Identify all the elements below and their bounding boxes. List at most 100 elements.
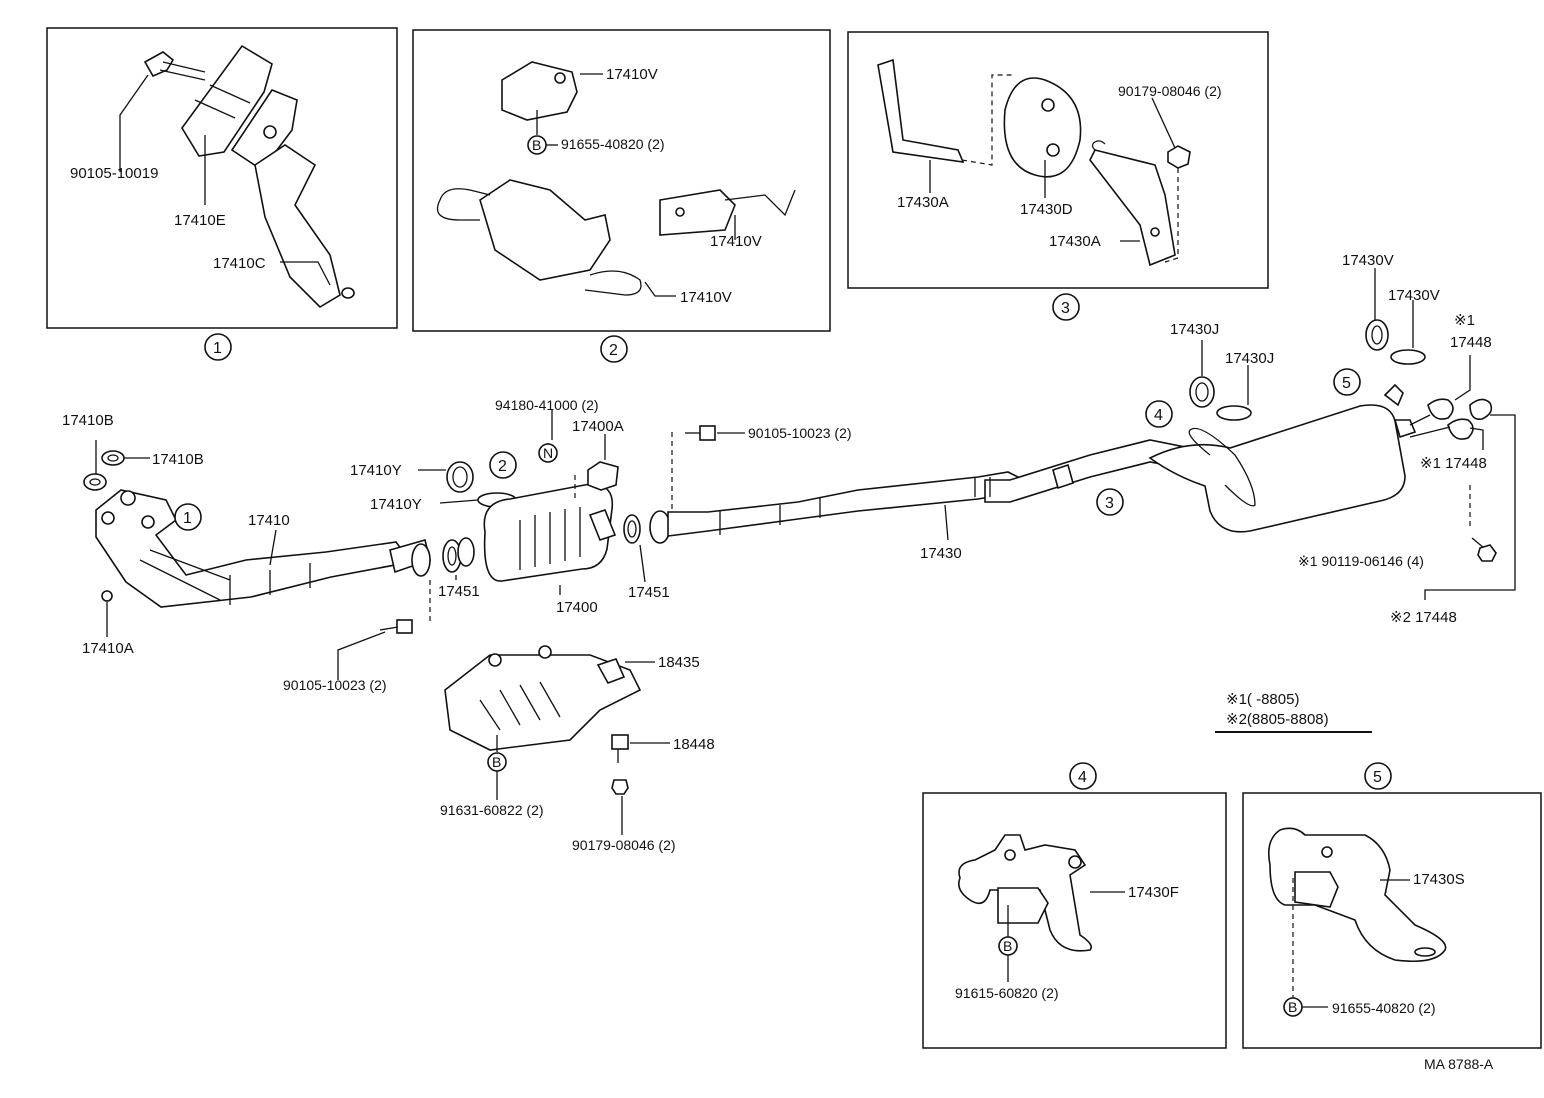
label-90179-08046-a: 90179-08046 (2) <box>1118 83 1222 99</box>
note-1: ※1( -8805) <box>1226 691 1299 708</box>
label-17430A-a: 17430A <box>897 194 949 211</box>
marker-circle-4-main: 4 <box>1145 400 1173 428</box>
svg-text:3: 3 <box>1105 495 1114 512</box>
bolt-90105-10023-a <box>685 425 716 441</box>
gasket-17451-b <box>623 514 641 544</box>
svg-text:5: 5 <box>1342 375 1351 392</box>
gasket-17430V-b <box>1390 349 1426 365</box>
label-17430S: 17430S <box>1413 871 1465 888</box>
leader-90105-10019 <box>119 74 149 172</box>
gasket-17410B-a <box>83 473 107 491</box>
label-17448-c: ※2 17448 <box>1390 609 1457 626</box>
heat-insulator-18435-drawing <box>444 645 642 751</box>
label-17410A: 17410A <box>82 640 134 657</box>
label-94180-41000: 94180-41000 (2) <box>495 397 599 413</box>
flange-left <box>411 543 431 577</box>
label-17410V-a: 17410V <box>606 66 658 83</box>
svg-text:5: 5 <box>1373 769 1382 786</box>
label-17448-a: 17448 <box>1450 334 1492 351</box>
label-17410Y-a: 17410Y <box>350 462 402 479</box>
inset-box-5 <box>1242 792 1542 1049</box>
label-90179-08046-b: 90179-08046 (2) <box>572 837 676 853</box>
svg-text:4: 4 <box>1078 769 1087 786</box>
marker-circle-2-main: 2 <box>489 451 517 479</box>
gasket-17410B-b <box>101 450 125 466</box>
label-17410: 17410 <box>248 512 290 529</box>
label-17430V-a: 17430V <box>1342 252 1394 269</box>
label-17410V-b: 17410V <box>710 233 762 250</box>
marker-circle-4-box: 4 <box>1069 762 1097 790</box>
marker-b-box5-letter: B <box>1288 999 1297 1015</box>
label-17430D: 17430D <box>1020 201 1073 218</box>
label-17410V-c: 17410V <box>680 289 732 306</box>
label-17430J-b: 17430J <box>1225 350 1274 367</box>
marker-b-letter: B <box>532 137 541 153</box>
bolt-90119-06146 <box>1471 537 1497 562</box>
bracket-assembly-1-drawing <box>143 44 355 309</box>
label-17400: 17400 <box>556 599 598 616</box>
tail-pipe-muffler-drawing <box>1148 383 1493 533</box>
label-90105-10023-a: 90105-10023 (2) <box>748 425 852 441</box>
leader-17410 <box>269 529 277 566</box>
bracket-17430S-drawing <box>1267 827 1447 963</box>
marker-b-box4-letter: B <box>1003 938 1012 954</box>
marker-b-bottom-letter: B <box>492 754 501 770</box>
gasket-17430V-a <box>1365 319 1389 351</box>
leader-17451-b <box>639 544 646 583</box>
label-90119-06146: ※1 90119-06146 (4) <box>1298 553 1424 569</box>
bolt-90105-10023-b <box>379 619 413 634</box>
svg-text:1: 1 <box>183 510 192 527</box>
gasket-17410Y-a <box>446 461 474 493</box>
label-17448-b: ※1 17448 <box>1420 455 1487 472</box>
label-17410B-b: 17410B <box>152 451 204 468</box>
marker-circle-3-main: 3 <box>1096 488 1124 516</box>
center-pipe-17430-drawing <box>649 439 1201 544</box>
svg-text:4: 4 <box>1154 407 1163 424</box>
label-90105-10023-b: 90105-10023 (2) <box>283 677 387 693</box>
label-91615-60820: 91615-60820 (2) <box>955 985 1059 1001</box>
label-91655-40820-b: 91655-40820 (2) <box>1332 1000 1436 1016</box>
bracket-assembly-2-drawing <box>436 61 796 296</box>
svg-text:2: 2 <box>609 342 618 359</box>
label-17430A-b: 17430A <box>1049 233 1101 250</box>
inset-box-3 <box>847 31 1269 289</box>
inset-box-4 <box>922 792 1227 1049</box>
marker-circle-5-box: 5 <box>1364 762 1392 790</box>
leader-17448-b <box>1469 427 1484 450</box>
label-17410E: 17410E <box>174 212 226 229</box>
marker-circle-1-box: 1 <box>204 333 232 361</box>
svg-text:2: 2 <box>498 458 507 475</box>
bracket-17430F-drawing <box>957 834 1093 952</box>
label-17400A: 17400A <box>572 418 624 435</box>
inset-box-1 <box>46 27 398 329</box>
label-17410B-a: 17410B <box>62 412 114 429</box>
marker-n-letter: N <box>543 445 553 461</box>
leader-17410V-c <box>644 281 676 297</box>
nut-90179-08046-b <box>611 779 629 795</box>
inset-box-2 <box>412 29 831 332</box>
note-2: ※2(8805-8808) <box>1226 711 1329 728</box>
label-17430F: 17430F <box>1128 884 1179 901</box>
label-91631-60822: 91631-60822 (2) <box>440 802 544 818</box>
leader-90179-08046-a <box>1151 97 1176 149</box>
leader-17448-a <box>1454 355 1471 401</box>
label-18435: 18435 <box>658 654 700 671</box>
svg-text:3: 3 <box>1061 300 1070 317</box>
gasket-17430J-b <box>1216 405 1252 421</box>
label-91655-40820-a: 91655-40820 (2) <box>561 136 665 152</box>
catalytic-converter-drawing <box>483 461 619 582</box>
marker-circle-2-box: 2 <box>600 335 628 363</box>
hanger-assembly-3-drawing <box>877 58 1191 267</box>
label-17448-a-mark: ※1 <box>1454 312 1475 329</box>
label-90105-10019: 90105-10019 <box>70 165 158 182</box>
diagram-code: MA 8788-A <box>1424 1056 1494 1072</box>
label-17451-b: 17451 <box>628 584 670 601</box>
gasket-17430J-a <box>1189 376 1215 408</box>
label-17410Y-b: 17410Y <box>370 496 422 513</box>
marker-circle-1-main: 1 <box>174 503 202 531</box>
leader-17410C <box>280 261 331 286</box>
bolt-18448 <box>611 734 629 763</box>
svg-text:1: 1 <box>213 340 222 357</box>
marker-circle-5-main: 5 <box>1333 368 1361 396</box>
